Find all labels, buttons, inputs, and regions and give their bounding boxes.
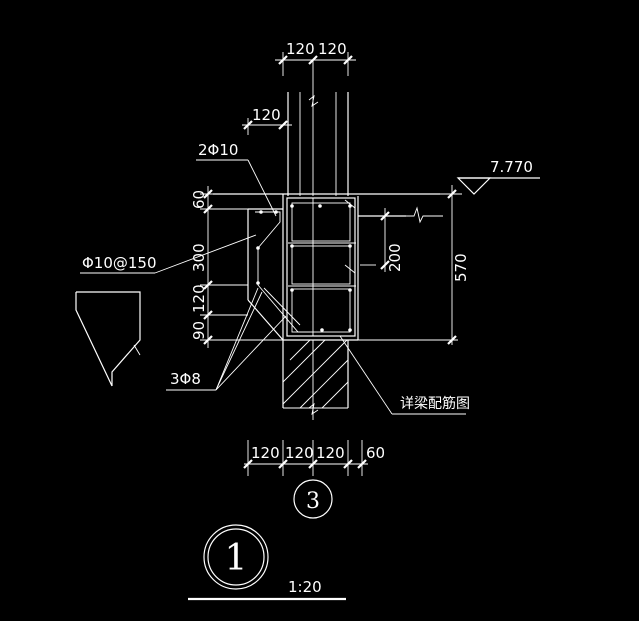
dim-90: 90	[190, 321, 208, 340]
left-dimensions: 60 300 120 90	[190, 186, 283, 348]
beam-detail-note: 详梁配筋图	[400, 395, 470, 412]
top-dimension: 120 120	[275, 40, 356, 76]
bottom-dimension: 120 120 120 60	[243, 440, 385, 476]
dim-offset: 120	[252, 106, 281, 124]
rebar-dots	[256, 204, 352, 332]
dim-top-right: 120	[318, 40, 347, 58]
dim-570: 570	[452, 253, 470, 282]
scale-label: 1:20	[288, 578, 322, 596]
detail-title: 1 1:20	[188, 524, 346, 601]
offset-dimension: 120	[242, 106, 292, 135]
wall-lower-hatched	[282, 339, 349, 420]
section-reference: 3	[293, 479, 333, 519]
dim-top-left: 120	[286, 40, 315, 58]
stirrup-callout: Φ10@150	[75, 234, 257, 387]
dim-60: 60	[190, 190, 208, 209]
dim-bottom-1: 120	[251, 444, 280, 462]
elevation-mark: 7.770	[456, 158, 540, 195]
top-rebar-label: 2Φ10	[198, 141, 238, 159]
wall-upper	[287, 60, 349, 196]
dim-300: 300	[190, 243, 208, 272]
dim-200: 200	[386, 243, 404, 272]
right-dimensions: 200 570	[360, 185, 470, 345]
section-ref-number: 3	[306, 489, 320, 514]
dim-bottom-4: 60	[366, 444, 385, 462]
dim-bottom-2: 120	[285, 444, 314, 462]
beam-detail-callout: 详梁配筋图	[339, 335, 470, 415]
bottom-rebar-callout: 3Φ8	[166, 287, 287, 391]
top-rebar-callout: 2Φ10	[196, 141, 277, 217]
beam-outline	[213, 193, 458, 408]
stirrup-hook-symbol	[75, 291, 141, 387]
stirrups	[255, 197, 356, 337]
dim-bottom-3: 120	[316, 444, 345, 462]
elevation-label: 7.770	[490, 158, 533, 176]
dim-120: 120	[190, 284, 208, 313]
stirrup-label: Φ10@150	[82, 254, 157, 272]
bottom-rebar-label: 3Φ8	[170, 370, 201, 388]
detail-number: 1	[225, 538, 248, 579]
